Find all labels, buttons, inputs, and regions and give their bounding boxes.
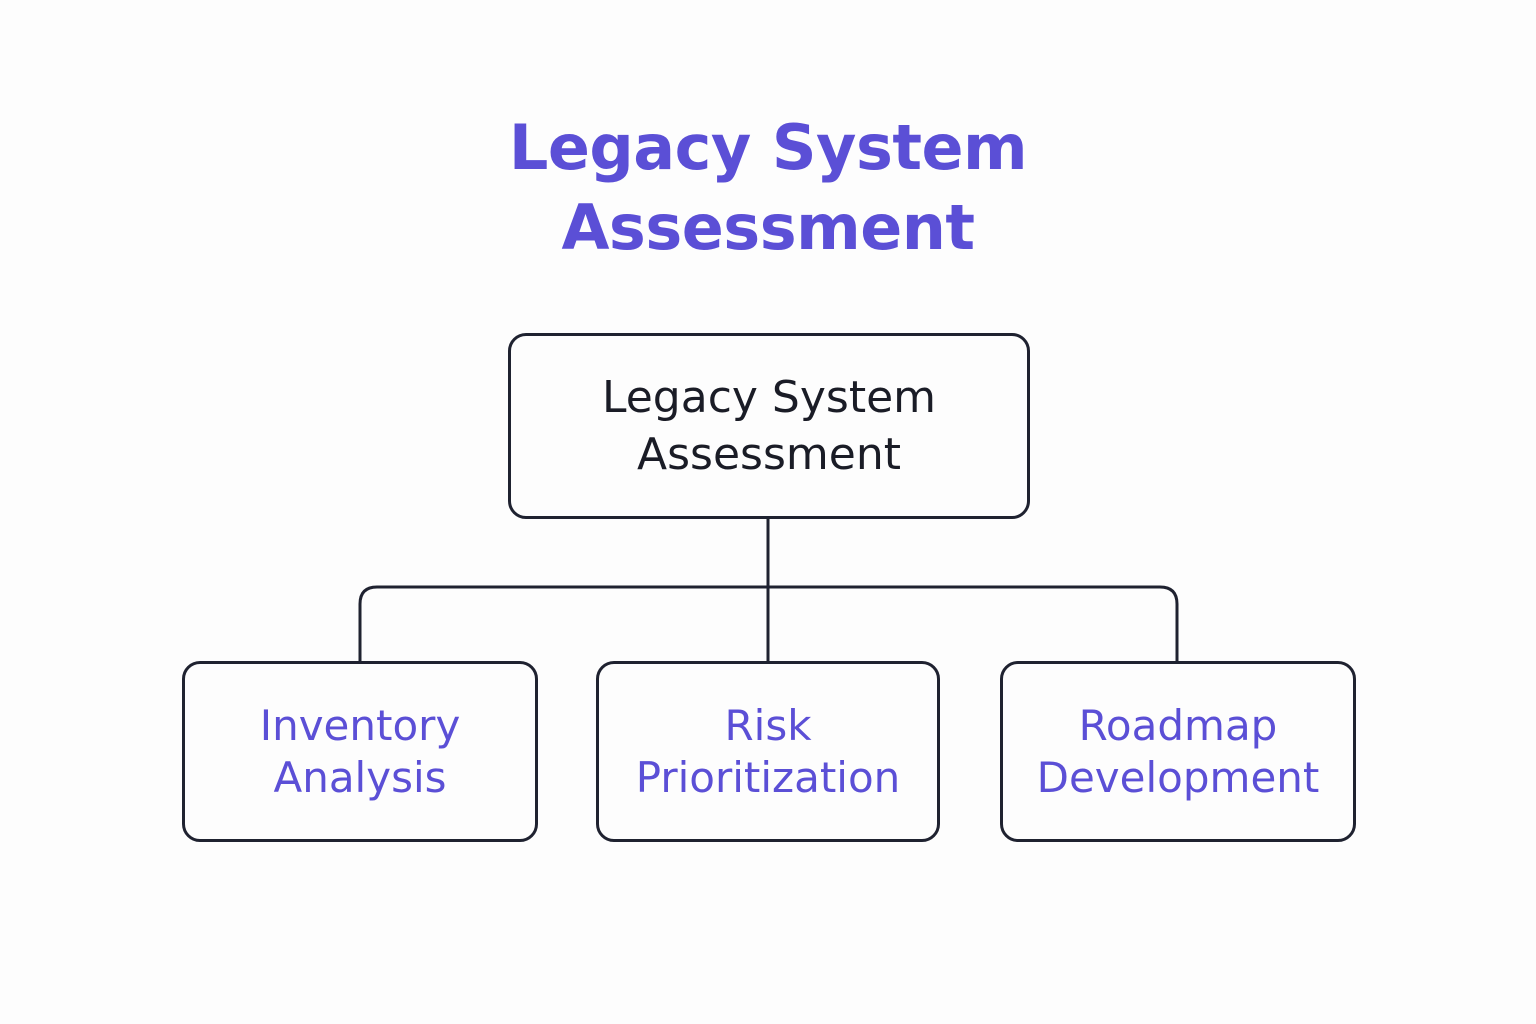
child-node-label-line-2: Development xyxy=(1036,752,1320,802)
child-node-label-line-1: Roadmap xyxy=(1078,700,1278,750)
root-node-label-line-1: Legacy System xyxy=(602,372,936,423)
root-node: Legacy System Assessment xyxy=(508,333,1030,519)
diagram-title-line-1: Legacy System xyxy=(508,111,1028,184)
diagram-title: Legacy System Assessment xyxy=(0,108,1536,268)
branch-bar-connector xyxy=(358,585,1179,661)
child-node-inventory-analysis: Inventory Analysis xyxy=(182,661,538,842)
child-node-label-line-1: Risk xyxy=(724,700,812,750)
child-node-risk-prioritization: Risk Prioritization xyxy=(596,661,940,842)
child-node-label-line-1: Inventory xyxy=(259,700,461,750)
diagram-title-line-2: Assessment xyxy=(561,191,975,264)
child-node-label-line-2: Prioritization xyxy=(635,752,901,802)
child-node-roadmap-development: Roadmap Development xyxy=(1000,661,1356,842)
child-node-label-line-2: Analysis xyxy=(273,752,447,802)
root-node-label-line-2: Assessment xyxy=(637,429,901,480)
